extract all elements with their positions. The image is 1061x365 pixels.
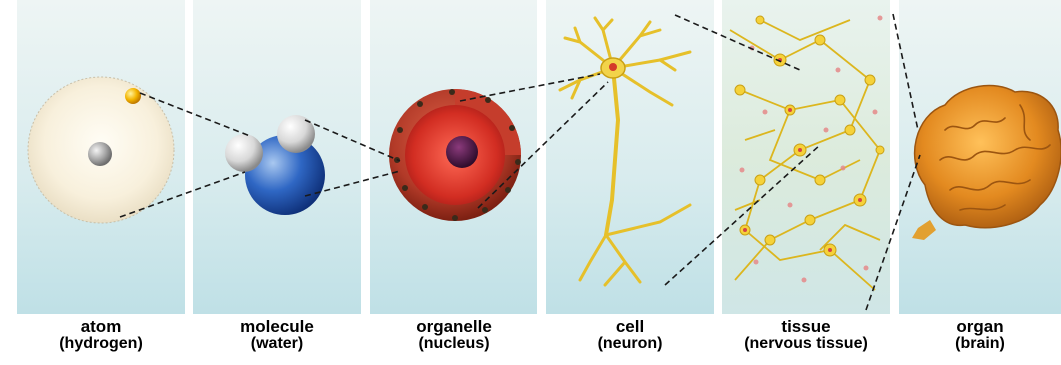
cell-nucleus: [609, 63, 617, 71]
caption-molecule: molecule (water): [193, 318, 361, 352]
caption-tissue: tissue (nervous tissue): [722, 318, 890, 352]
nucleus-proton: [88, 142, 112, 166]
level-example: (hydrogen): [17, 335, 185, 352]
level-name: cell: [546, 318, 714, 335]
level-example: (water): [193, 335, 361, 352]
hydrogen-atom-right: [277, 115, 315, 153]
diagram-art: [0, 0, 1061, 314]
caption-atom: atom (hydrogen): [17, 318, 185, 352]
electron: [125, 88, 141, 104]
brain-stem: [912, 220, 936, 240]
nucleolus: [446, 136, 478, 168]
water-molecule: [225, 115, 325, 215]
caption-cell: cell (neuron): [546, 318, 714, 352]
nervous-tissue: [730, 16, 884, 291]
caption-organelle: organelle (nucleus): [370, 318, 538, 352]
brain-organ: [912, 86, 1061, 240]
caption-organ: organ (brain): [899, 318, 1061, 352]
level-example: (nervous tissue): [722, 335, 890, 352]
hydrogen-atom-left: [225, 134, 263, 172]
level-name: molecule: [193, 318, 361, 335]
neuron-cell: [560, 18, 690, 285]
level-example: (nucleus): [370, 335, 538, 352]
level-name: atom: [17, 318, 185, 335]
level-example: (brain): [899, 335, 1061, 352]
level-name: organelle: [370, 318, 538, 335]
level-name: organ: [899, 318, 1061, 335]
level-example: (neuron): [546, 335, 714, 352]
level-name: tissue: [722, 318, 890, 335]
hydrogen-atom: [28, 77, 174, 223]
nucleus-organelle: [389, 89, 521, 221]
brain-hemisphere: [915, 86, 1061, 228]
